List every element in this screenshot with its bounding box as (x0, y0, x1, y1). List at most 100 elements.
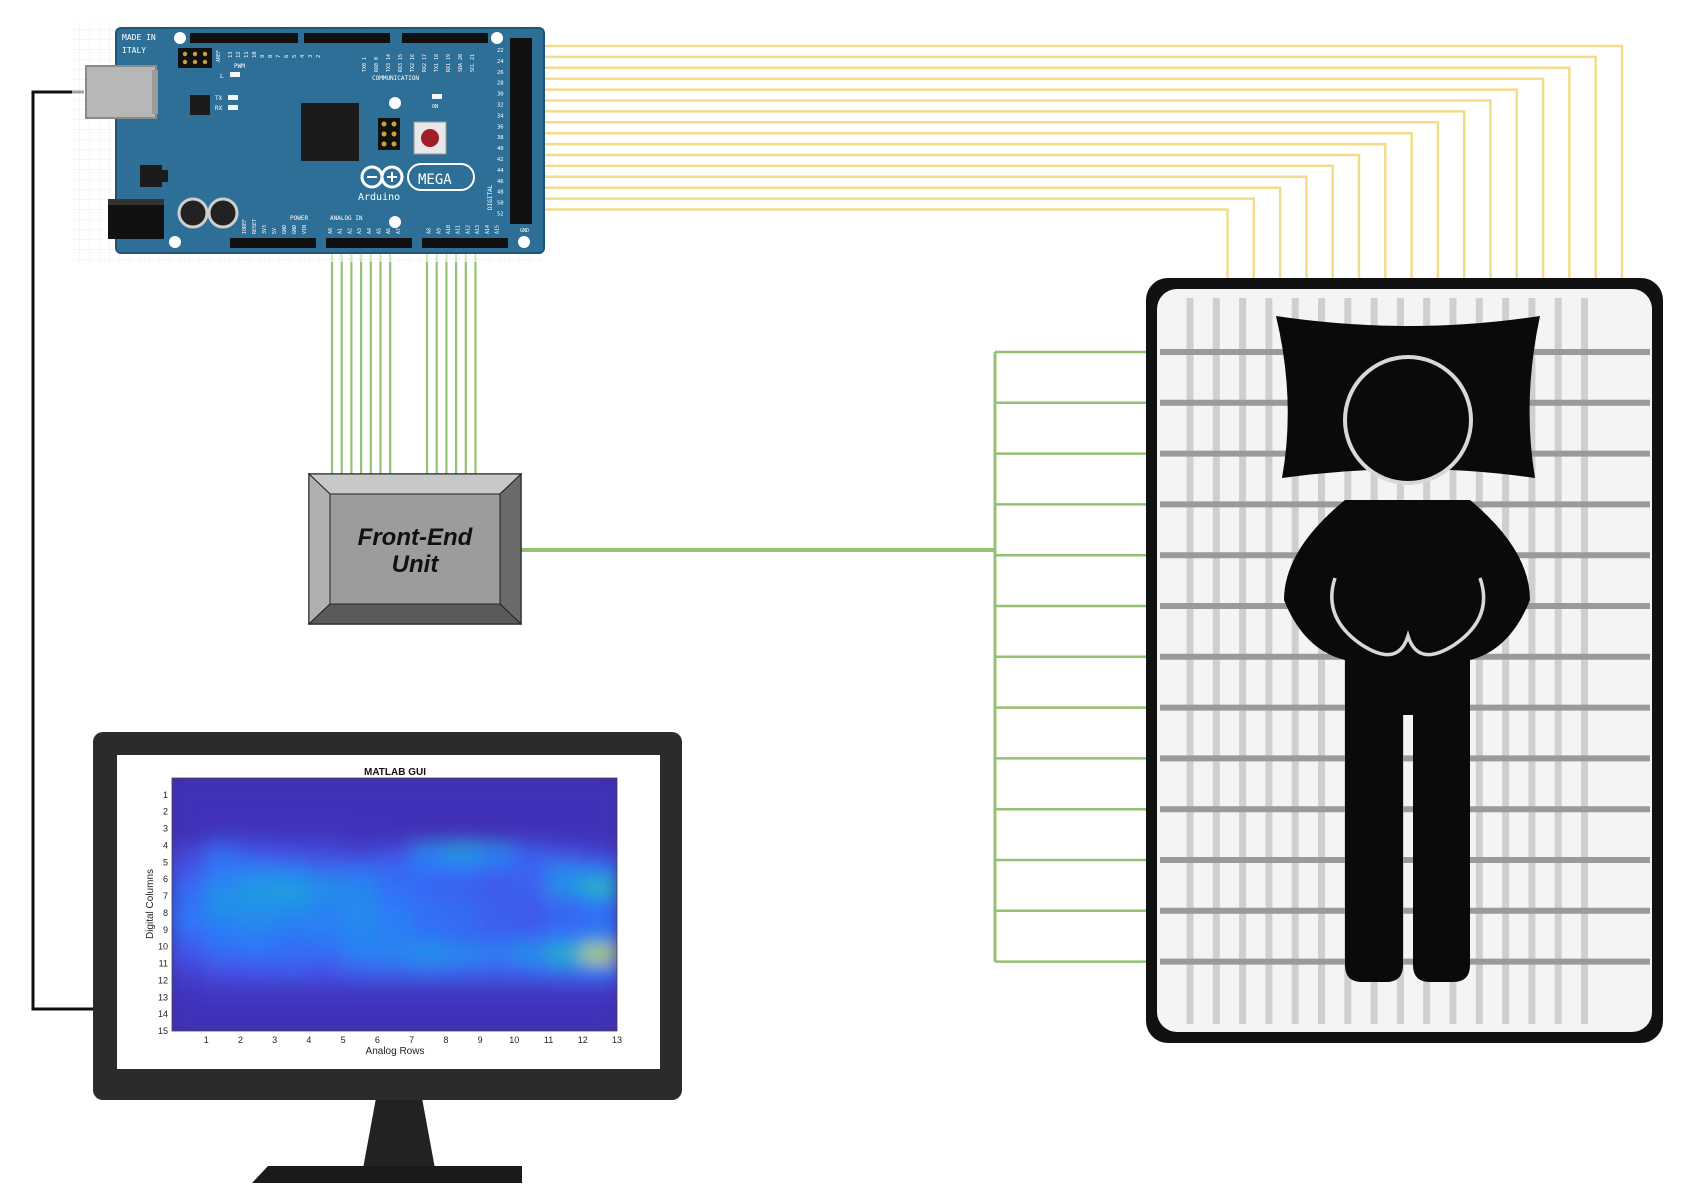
digital-pin-label: 40 (497, 146, 504, 152)
heatmap-cell (239, 895, 276, 914)
heatmap-cell (342, 778, 379, 796)
digital-pin-label: 46 (497, 179, 504, 185)
heatmap-cell (410, 827, 447, 847)
digital-wire (522, 153, 1361, 282)
heatmap-cell (410, 996, 447, 1016)
heatmap-cell (307, 928, 345, 948)
heatmap-cell (513, 793, 550, 813)
pwm-pin-label: 5 (292, 55, 298, 58)
heatmap-cell (513, 928, 550, 948)
heatmap-cell (307, 911, 345, 931)
bus-wires (521, 350, 1150, 963)
heatmap-cell (410, 778, 447, 796)
heatmap-cell (410, 895, 447, 914)
heatmap-cell (547, 844, 584, 864)
heatmap-cell (581, 911, 617, 931)
pwm-header (190, 33, 298, 43)
digital-wire (522, 175, 1308, 282)
heatmap-cell (239, 996, 276, 1016)
heatmap-cell (205, 979, 242, 999)
heatmap-cell (581, 827, 617, 847)
heatmap-cell (547, 979, 584, 999)
icsp-header-small (178, 48, 212, 68)
heatmap-cell (444, 861, 482, 881)
heatmap-cell (273, 945, 310, 965)
heatmap-cell (172, 928, 208, 948)
digital-wire (522, 99, 1492, 282)
regulator (140, 165, 162, 187)
mounting-hole (174, 32, 186, 44)
heatmap-cell (172, 844, 208, 864)
heatmap-cell (342, 895, 379, 914)
heatmap-cell (239, 878, 276, 898)
heatmap-cell (273, 895, 310, 914)
heatmap-cell (479, 996, 516, 1016)
heatmap-cell (513, 878, 550, 898)
heatmap-cell (172, 810, 208, 830)
pwm-pin-label: 13 (228, 51, 234, 58)
heatmap-cell (342, 861, 379, 881)
analog-pin-label: A15 (495, 225, 501, 234)
board-model-label: MEGA (418, 172, 452, 188)
power-pin-label: RESET (252, 219, 258, 234)
heatmap-cell (444, 878, 482, 898)
heatmap-cell (376, 996, 413, 1016)
heatmap-cell (239, 1013, 276, 1031)
digital-pin-label: 30 (497, 92, 504, 98)
comm-pin-label: TX1 18 (434, 54, 440, 72)
y-tick-label: 13 (158, 992, 168, 1002)
y-tick-label: 7 (163, 891, 168, 901)
heatmap-cell (307, 861, 345, 881)
mounting-hole (389, 97, 401, 109)
heatmap-cell (479, 810, 516, 830)
x-tick-label: 13 (612, 1035, 622, 1045)
heatmap-cell (513, 895, 550, 914)
heatmap-cell (581, 962, 617, 982)
heatmap-cell (376, 962, 413, 982)
usb-cable (31, 90, 104, 1011)
x-tick-label: 2 (238, 1035, 243, 1045)
heatmap-cell (239, 861, 276, 881)
heatmap-cell (307, 962, 345, 982)
y-tick-label: 3 (163, 824, 168, 834)
heatmap-cell (172, 878, 208, 898)
heatmap-cell (513, 945, 550, 965)
usb-connector (85, 65, 157, 119)
heatmap-cell (205, 778, 242, 796)
heatmap-cell (376, 844, 413, 864)
power-pin-label: GND (282, 225, 288, 234)
heatmap-cell (479, 827, 516, 847)
heatmap-cell (547, 996, 584, 1016)
heatmap-cell (479, 928, 516, 948)
front-end-label-line1: Front-End (358, 524, 474, 551)
digital-wire (522, 77, 1545, 282)
led-rx (228, 105, 238, 110)
heatmap-cell (273, 979, 310, 999)
heatmap-cell (273, 1013, 310, 1031)
board-rx-label: RX (215, 105, 223, 112)
digital-wire (522, 88, 1519, 282)
heatmap-cell (513, 911, 550, 931)
digital-wire (522, 55, 1597, 282)
heatmap-cell (205, 996, 242, 1016)
led-tx (228, 95, 238, 100)
heatmap-cell (444, 962, 482, 982)
heatmap-cell (444, 1013, 482, 1031)
analog-pin-label: A4 (367, 228, 373, 234)
heatmap-cell (479, 895, 516, 914)
heatmap-cell (479, 793, 516, 813)
comm-pin-label: TX3 14 (386, 54, 392, 72)
board-analog-label: ANALOG IN (330, 215, 363, 222)
heatmap-cell (172, 861, 208, 881)
heatmap-cell (342, 810, 379, 830)
digital-pin-label: 36 (497, 124, 504, 130)
pwm-pin-label: 2 (316, 55, 322, 58)
heatmap-cell (581, 996, 617, 1016)
digital-wire (522, 142, 1387, 282)
person-head (1343, 355, 1473, 485)
front-end-label-line2: Unit (392, 551, 440, 578)
comm-pin-label: RX1 19 (446, 54, 452, 72)
digital-wires (522, 44, 1624, 282)
led-on (432, 94, 442, 99)
